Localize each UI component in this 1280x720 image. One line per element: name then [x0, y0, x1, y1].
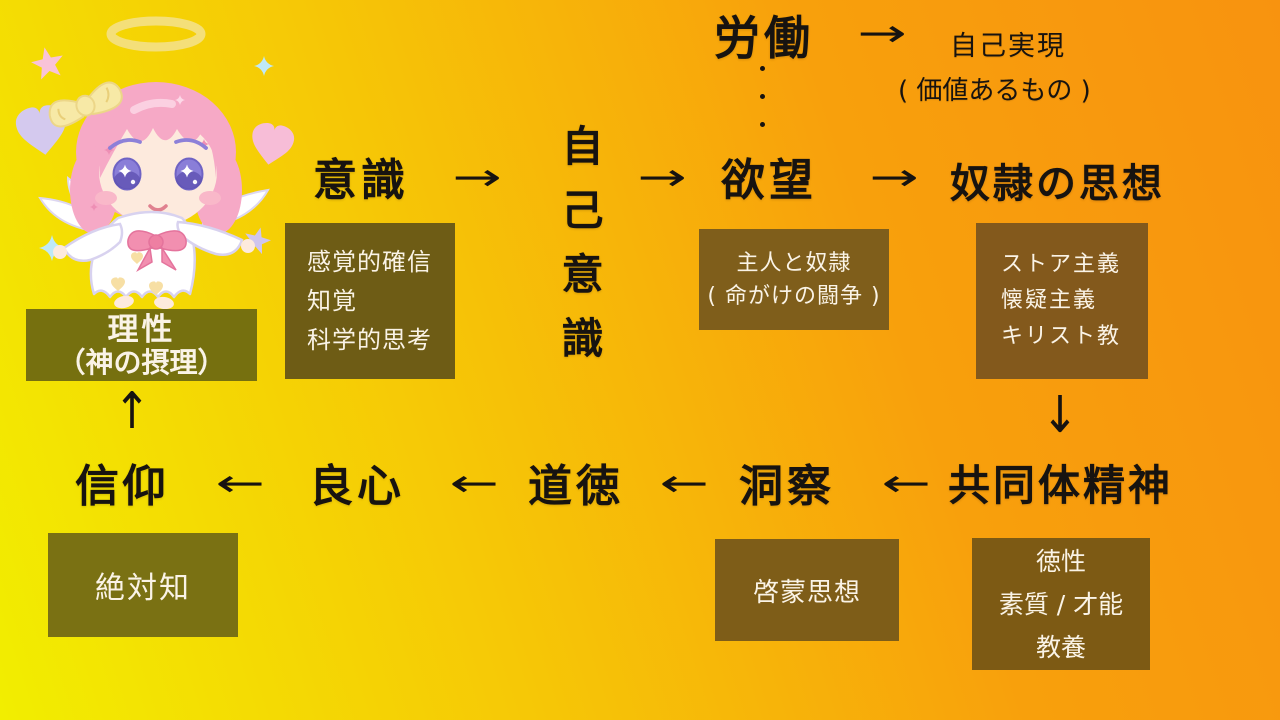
label-desire: 欲望	[721, 155, 817, 206]
angel-illustration	[6, 2, 298, 318]
slave-detail-box: ストア主義 懐疑主義 キリスト教	[976, 223, 1148, 379]
left-eye	[112, 157, 142, 191]
label-slave-thought: 奴隷の思想	[950, 161, 1165, 207]
box-line: キリスト教	[1001, 324, 1122, 349]
reason-subtitle: （神の摂理）	[57, 345, 226, 379]
label-consciousness: 意識	[313, 155, 409, 206]
box-line: 素質 / 才能	[998, 589, 1124, 619]
box-line: 感覚的確信	[307, 247, 432, 276]
absolute-knowledge-box: 絶対知	[48, 533, 238, 637]
pink-star-icon	[28, 44, 67, 81]
vertical-ellipsis	[760, 66, 765, 127]
label-insight: 洞察	[739, 461, 835, 512]
label-morality: 道徳	[528, 461, 624, 512]
consciousness-detail-box: 感覚的確信 知覚 科学的思考	[285, 223, 455, 379]
desire-detail-box: 主人と奴隷 ( 命がけの闘争 )	[699, 229, 889, 330]
arrow-self-to-desire: →	[637, 155, 687, 199]
label-community-spirit: 共同体精神	[948, 461, 1174, 510]
arrow-desire-to-slave: →	[869, 155, 919, 199]
arrow-insight-to-morality: ←	[659, 461, 709, 505]
community-detail-box: 徳性 素質 / 才能 教養	[972, 538, 1150, 670]
arrow-slave-to-community: ↓	[1041, 386, 1079, 445]
arrow-faith-to-reason: ↑	[113, 382, 151, 441]
box-line: 主人と奴隷	[736, 250, 852, 276]
label-self-realization-note: ( 価値あるもの )	[898, 76, 1091, 106]
box-line: 啓蒙思想	[752, 577, 861, 608]
label-self-realization: 自己実現	[950, 31, 1066, 62]
box-line: 知覚	[307, 286, 357, 315]
box-line: ストア主義	[1001, 252, 1122, 277]
arrow-morality-to-conscience: ←	[449, 461, 499, 505]
pink-heart-icon	[247, 120, 297, 169]
label-labor: 労働	[714, 11, 814, 65]
label-conscience: 良心	[309, 461, 405, 512]
reason-box: 理性 （神の摂理）	[26, 309, 257, 381]
arrow-labor-to-result: →	[857, 11, 907, 55]
halo-icon	[106, 16, 206, 52]
arrow-consciousness-to-self: →	[452, 155, 502, 199]
arrow-community-to-insight: ←	[881, 461, 931, 505]
box-line: 絶対知	[95, 571, 191, 606]
right-eye	[174, 157, 204, 191]
chest-ribbon-icon	[127, 230, 187, 272]
angel-icon	[13, 16, 297, 310]
box-line: 徳性	[1035, 546, 1086, 576]
enlightenment-box: 啓蒙思想	[715, 539, 899, 641]
box-line: 教養	[1035, 632, 1086, 662]
label-self-consciousness: 自己意識	[555, 124, 604, 380]
box-line: 懐疑主義	[1001, 288, 1098, 313]
reason-title: 理性	[107, 311, 176, 348]
blue-sparkle-icon	[254, 56, 274, 76]
hair-bow-icon	[48, 81, 123, 128]
box-line: 科学的思考	[307, 325, 432, 354]
box-line: ( 命がけの闘争 )	[707, 283, 881, 309]
label-faith: 信仰	[75, 461, 169, 512]
arrow-conscience-to-faith: ←	[215, 461, 265, 505]
